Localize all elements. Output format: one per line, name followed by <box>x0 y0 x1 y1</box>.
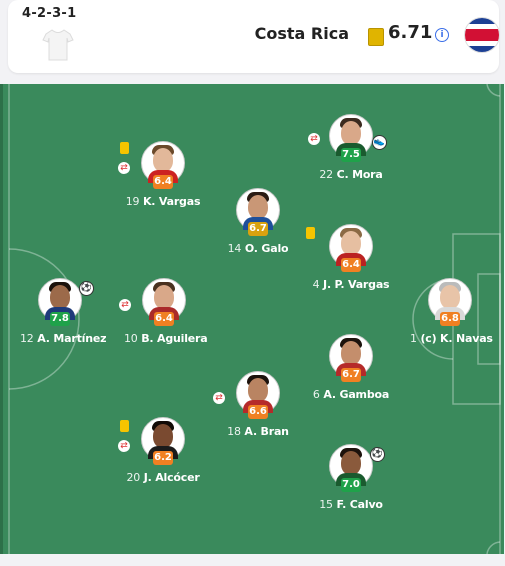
player-card[interactable]: 7.8 ⚽ 12 A. Martínez <box>20 278 107 345</box>
player-avatar: 7.8 ⚽ <box>38 278 94 326</box>
player-card[interactable]: 6.4 4 J. P. Vargas <box>306 224 391 291</box>
player-rating-badge: 6.4 <box>153 175 173 189</box>
player-card[interactable]: 6.4 ⇄ 19 K. Vargas <box>118 141 203 208</box>
formation-label: 4-2-3-1 <box>22 6 77 21</box>
player-rating-badge: 7.0 <box>341 478 361 492</box>
player-card[interactable]: 6.7 14 O. Galo <box>218 188 298 255</box>
player-name: 14 O. Galo <box>227 242 289 255</box>
substitution-icon: ⇄ <box>119 299 131 311</box>
player-avatar: 6.4 ⇄ <box>118 141 185 189</box>
info-icon[interactable]: i <box>435 28 449 42</box>
player-card[interactable]: 6.2 ⇄ 20 J. Alcócer <box>118 417 203 484</box>
player-rating-badge: 6.6 <box>248 405 268 419</box>
yellow-card-icon <box>120 420 129 432</box>
substitution-icon: ⇄ <box>213 392 225 404</box>
substitution-icon: ⇄ <box>118 440 130 452</box>
player-avatar: 6.7 <box>236 188 280 236</box>
costa-rica-flag-icon <box>464 17 500 53</box>
goal-ball-icon: ⚽ <box>370 447 385 462</box>
player-card[interactable]: 7.0 ⚽ 15 F. Calvo <box>311 444 391 511</box>
team-header: 4-2-3-1 Costa Rica 6.71 i <box>8 0 500 73</box>
player-rating-badge: 6.4 <box>154 312 174 326</box>
player-name: 18 A. Bran <box>227 425 289 438</box>
yellow-card-icon <box>120 142 129 154</box>
player-name: 6 A. Gamboa <box>312 388 390 401</box>
player-name: 22 C. Mora <box>319 168 383 181</box>
player-avatar: 7.0 ⚽ <box>329 444 385 492</box>
substitution-icon: ⇄ <box>118 162 130 174</box>
player-name: 15 F. Calvo <box>319 498 383 511</box>
player-rating-badge: 6.2 <box>153 451 173 465</box>
player-avatar: 6.4 ⇄ <box>119 278 186 326</box>
team-rating: 6.71 <box>388 22 433 43</box>
player-name: 19 K. Vargas <box>125 195 201 208</box>
player-card[interactable]: 6.4 ⇄ 10 B. Aguilera <box>119 278 208 345</box>
yellow-card-icon <box>306 227 315 239</box>
team-name: Costa Rica <box>254 24 349 43</box>
player-rating-badge: 6.8 <box>440 312 460 326</box>
player-name: 12 A. Martínez <box>20 332 107 345</box>
player-avatar: 6.8 <box>428 278 472 326</box>
player-rating-badge: 6.4 <box>341 258 361 272</box>
player-card[interactable]: 6.8 1 (c) K. Navas <box>410 278 493 345</box>
player-rating-badge: 7.8 <box>50 312 70 326</box>
player-card[interactable]: 6.7 6 A. Gamboa <box>311 334 391 401</box>
player-name: 20 J. Alcócer <box>126 471 200 484</box>
player-avatar: 7.5 ⇄ 👟 <box>308 114 387 162</box>
player-name: 4 J. P. Vargas <box>312 278 390 291</box>
player-avatar: 6.6 ⇄ <box>213 371 280 419</box>
pitch: 7.5 ⇄ 👟 22 C. Mora 6.4 ⇄ 19 K. Vargas 6.… <box>0 84 504 554</box>
team-rating-icon <box>368 28 384 46</box>
shirt-icon <box>42 28 74 62</box>
assist-icon: 👟 <box>372 135 387 150</box>
player-name: 10 B. Aguilera <box>124 332 208 345</box>
substitution-icon: ⇄ <box>308 133 320 145</box>
footer-strip <box>0 556 505 566</box>
player-rating-badge: 7.5 <box>341 148 361 162</box>
player-rating-badge: 6.7 <box>341 368 361 382</box>
player-card[interactable]: 6.6 ⇄ 18 A. Bran <box>213 371 298 438</box>
player-avatar: 6.4 <box>306 224 373 272</box>
player-avatar: 6.2 ⇄ <box>118 417 185 465</box>
player-rating-badge: 6.7 <box>248 222 268 236</box>
player-card[interactable]: 7.5 ⇄ 👟 22 C. Mora <box>308 114 391 181</box>
player-name: 1 (c) K. Navas <box>410 332 493 345</box>
goal-ball-icon: ⚽ <box>79 281 94 296</box>
player-avatar: 6.7 <box>329 334 373 382</box>
